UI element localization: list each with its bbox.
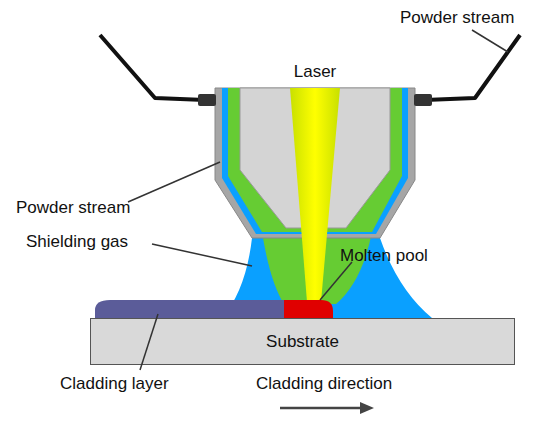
substrate-block: Substrate (90, 318, 515, 365)
part-label: Powder stream (400, 8, 514, 28)
part-label: Shielding gas (26, 232, 128, 252)
part-label: Laser (294, 62, 337, 82)
part-label: Cladding direction (256, 374, 392, 394)
leader-line (320, 262, 352, 300)
cladding-layer (95, 300, 300, 318)
powder-tube (425, 35, 520, 100)
tube-connector (198, 94, 216, 106)
leader-line (128, 162, 220, 202)
powder-tube (100, 35, 205, 100)
node-label: Substrate (266, 332, 339, 352)
leader-line (472, 30, 508, 52)
part-label: Molten pool (340, 246, 428, 266)
arrowhead (360, 402, 374, 414)
tube-connector (414, 94, 432, 106)
laser-beam (290, 88, 340, 302)
molten-pool (284, 300, 333, 318)
leader-line (152, 244, 252, 266)
part-label: Powder stream (16, 198, 130, 218)
direction-arrow (280, 407, 362, 410)
part-label: Cladding layer (60, 374, 169, 394)
